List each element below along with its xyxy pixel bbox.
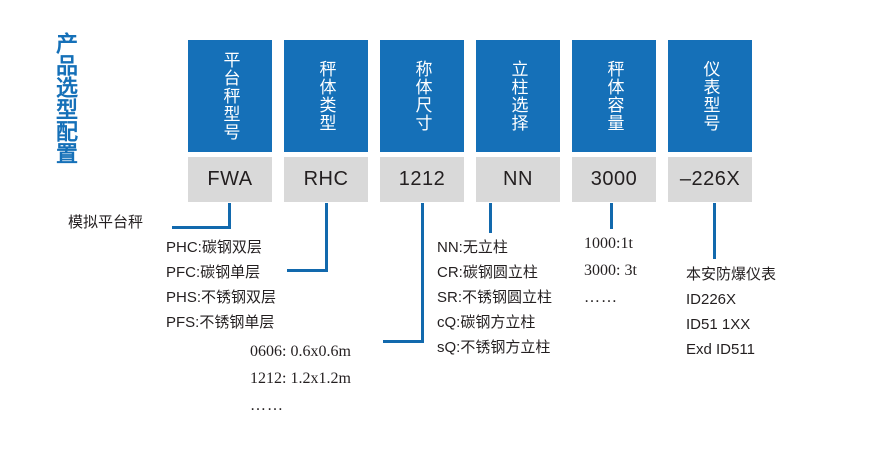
column-1-header: 平台秤型号	[188, 40, 272, 152]
note-column-option-item: SR:不锈钢圆立柱	[437, 289, 553, 306]
note-capacity-item: 1000:1t	[584, 235, 633, 252]
column-2: 秤体类型 RHC	[284, 40, 368, 202]
column-6-header: 仪表型号	[668, 40, 752, 152]
note-capacity-item: 3000: 3t	[584, 262, 637, 279]
note-scale-types: PHC:碳钢双层 PFC:碳钢单层 PHS:不锈钢双层 PFS:不锈钢单层	[166, 235, 276, 335]
connector-5-vertical	[610, 203, 613, 229]
note-size-item: 1212: 1.2x1.2m	[250, 370, 351, 387]
column-5-value: 3000	[572, 157, 656, 202]
note-instrument-item: ID51 1XX	[686, 316, 751, 333]
column-4: 立柱选择 NN	[476, 40, 560, 202]
column-5-header: 秤体容量	[572, 40, 656, 152]
column-3-value: 1212	[380, 157, 464, 202]
column-2-value: RHC	[284, 157, 368, 202]
connector-3-vertical	[421, 203, 424, 343]
note-column-option-item: CR:碳钢圆立柱	[437, 264, 538, 281]
column-1-value: FWA	[188, 157, 272, 202]
column-3: 称体尺寸 1212	[380, 40, 464, 202]
connector-3-horizontal	[383, 340, 424, 343]
note-column-option-item: NN:无立柱	[437, 239, 508, 256]
page-title: 产品选型配置	[53, 32, 78, 164]
note-sizes: 0606: 0.6x0.6m 1212: 1.2x1.2m ……	[250, 338, 351, 419]
column-2-header-label: 秤体类型	[316, 60, 336, 132]
note-scale-type-item: PFC:碳钢单层	[166, 264, 261, 281]
note-scale-type-item: PHC:碳钢双层	[166, 239, 262, 256]
connector-1-horizontal	[172, 226, 231, 229]
column-6-header-label: 仪表型号	[700, 60, 720, 132]
connector-6-vertical	[713, 203, 716, 259]
note-capacities: 1000:1t 3000: 3t ……	[584, 230, 637, 311]
column-6: 仪表型号 –226X	[668, 40, 752, 202]
connector-2-horizontal	[287, 269, 328, 272]
column-3-header: 称体尺寸	[380, 40, 464, 152]
connector-4-vertical	[489, 203, 492, 233]
column-2-header: 秤体类型	[284, 40, 368, 152]
note-column-option-item: sQ:不锈钢方立柱	[437, 339, 551, 356]
column-3-header-label: 称体尺寸	[412, 60, 432, 132]
note-instruments: 本安防爆仪表 ID226X ID51 1XX Exd ID511	[686, 262, 776, 362]
note-sizes-more: ……	[250, 397, 284, 414]
column-4-value: NN	[476, 157, 560, 202]
note-model-label-text: 模拟平台秤	[68, 214, 144, 231]
column-5: 秤体容量 3000	[572, 40, 656, 202]
note-instrument-item: Exd ID511	[686, 341, 755, 358]
note-column-option-item: cQ:碳钢方立柱	[437, 314, 536, 331]
note-instrument-item: 本安防爆仪表	[686, 266, 777, 283]
column-1-header-label: 平台秤型号	[220, 51, 240, 141]
column-4-header: 立柱选择	[476, 40, 560, 152]
note-capacities-more: ……	[584, 289, 618, 306]
column-4-header-label: 立柱选择	[508, 60, 528, 132]
column-1: 平台秤型号 FWA	[188, 40, 272, 202]
note-scale-type-item: PFS:不锈钢单层	[166, 314, 275, 331]
note-column-options: NN:无立柱 CR:碳钢圆立柱 SR:不锈钢圆立柱 cQ:碳钢方立柱 sQ:不锈…	[437, 235, 552, 360]
note-size-item: 0606: 0.6x0.6m	[250, 343, 351, 360]
column-6-value: –226X	[668, 157, 752, 202]
column-5-header-label: 秤体容量	[604, 60, 624, 132]
connector-2-vertical	[325, 203, 328, 272]
connector-1-vertical	[228, 203, 231, 229]
note-model-label: 模拟平台秤	[68, 213, 143, 232]
note-instrument-item: ID226X	[686, 291, 737, 308]
note-scale-type-item: PHS:不锈钢双层	[166, 289, 277, 306]
